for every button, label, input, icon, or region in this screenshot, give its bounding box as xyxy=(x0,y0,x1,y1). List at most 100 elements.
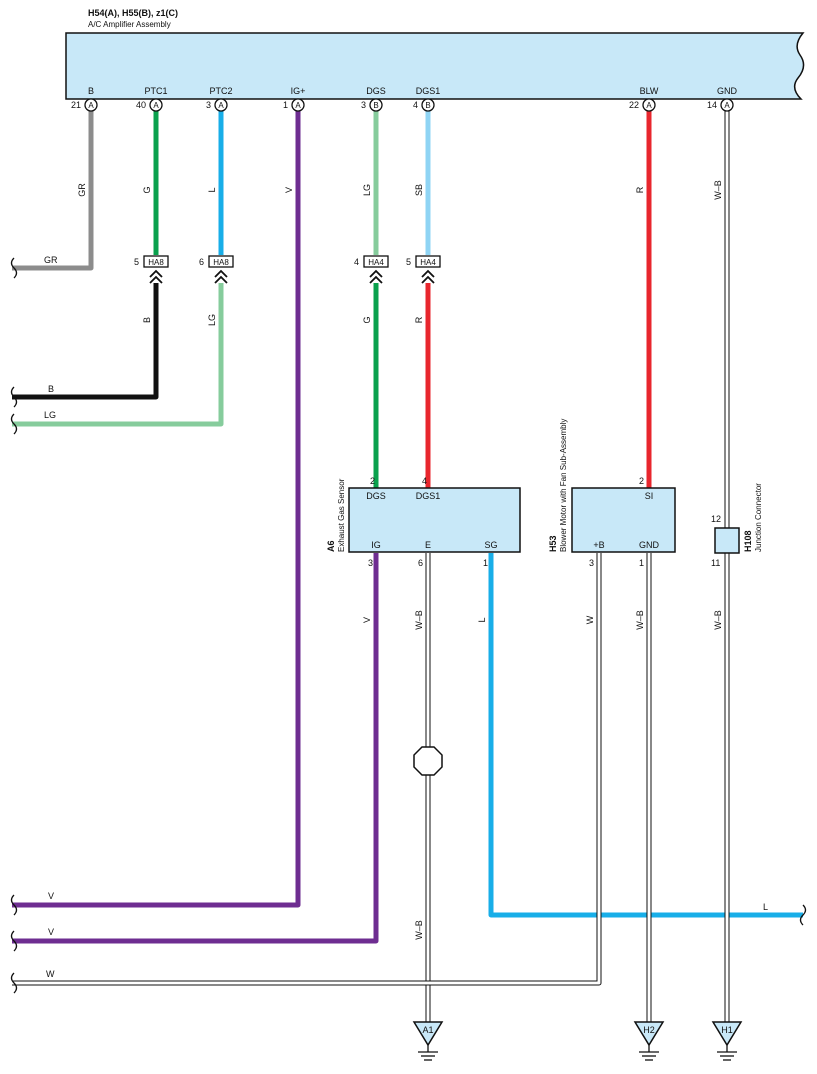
wire-label-g: G xyxy=(362,316,372,323)
junction-connector-name: Junction Connector xyxy=(754,483,763,552)
wire-label-lg: LG xyxy=(207,314,217,326)
wire-label-r: R xyxy=(635,186,645,193)
junction-pin: 6 xyxy=(199,257,204,267)
junction-connector-code: H108 xyxy=(743,530,753,552)
wire-label-lg: LG xyxy=(44,410,56,420)
wire-gr xyxy=(12,111,94,271)
wire-label-wb: W–B xyxy=(635,610,645,630)
wire-label-r: R xyxy=(414,316,424,323)
wire-b xyxy=(12,283,159,400)
pin-number: 1 xyxy=(283,100,288,110)
wire-label-v: V xyxy=(362,617,372,623)
blower-pin-name: GND xyxy=(639,540,660,550)
wire-v-ig xyxy=(12,553,379,944)
conn-letter: A xyxy=(295,101,301,110)
wire-lg-left xyxy=(12,283,224,427)
sensor-code: A6 xyxy=(326,540,336,552)
blower-code: H53 xyxy=(548,535,558,552)
conn-letter: B xyxy=(373,101,378,110)
pin-number: 4 xyxy=(413,100,418,110)
pin-name: B xyxy=(88,86,94,96)
sensor-pin-number: 4 xyxy=(422,476,427,486)
junction-id: HA8 xyxy=(148,258,164,267)
diagram-subtitle: A/C Amplifier Assembly xyxy=(88,20,171,29)
ground-icon: H1 xyxy=(711,1021,743,1061)
ground-points: A1 H2 H1 xyxy=(412,1021,743,1061)
junction-pin: 4 xyxy=(354,257,359,267)
blower-pin-name: SI xyxy=(645,491,654,501)
junction-id: HA4 xyxy=(368,258,384,267)
wire-label-w: W xyxy=(585,615,595,624)
sensor-pin-number: 6 xyxy=(418,558,423,568)
blower-pin-number: 2 xyxy=(639,476,644,486)
sensor-pin-name: IG xyxy=(371,540,381,550)
wire-label-g: G xyxy=(142,186,152,193)
ground-icon: H2 xyxy=(633,1021,665,1061)
pin-name: BLW xyxy=(640,86,659,96)
splice-octagon xyxy=(413,746,443,776)
sensor-pin-name: SG xyxy=(484,540,497,550)
wire-label-wb: W–B xyxy=(713,180,723,200)
conn-letter: A xyxy=(218,101,224,110)
ground-label: A1 xyxy=(422,1025,433,1035)
junction-connector: 12 11 H108 Junction Connector xyxy=(711,483,763,568)
ground-icon: A1 xyxy=(412,1021,444,1061)
amplifier-pin-names: B PTC1 PTC2 IG+ DGS DGS1 BLW GND xyxy=(88,86,738,96)
junction-pin: 5 xyxy=(406,257,411,267)
wire-l-sg xyxy=(488,553,803,918)
wire-w xyxy=(12,553,602,986)
exhaust-gas-sensor: A6 Exhaust Gas Sensor 2 4 DGS DGS1 IG E … xyxy=(326,476,521,568)
wire-label-b: B xyxy=(48,384,54,394)
conn-letter: A xyxy=(88,101,94,110)
wire-color-labels: GR G L V LG SB R W–B B LG G R V W–B L W … xyxy=(44,180,768,979)
wire-label-lg: LG xyxy=(362,184,372,196)
wire-label-w: W xyxy=(46,969,55,979)
amplifier-pin-connectors: A 21 A 40 A 3 A 1 B 3 B 4 A 22 A 14 xyxy=(71,98,734,112)
wire-label-b: B xyxy=(142,317,152,323)
sensor-pin-number: 1 xyxy=(483,558,488,568)
pin-name: PTC1 xyxy=(144,86,167,96)
junction-id: HA8 xyxy=(213,258,229,267)
pin-number: 3 xyxy=(361,100,366,110)
blower-pin-name: +B xyxy=(593,540,604,550)
wire-label-l: L xyxy=(207,187,217,192)
wire-label-gr: GR xyxy=(44,255,58,265)
pin-number: 14 xyxy=(707,100,717,110)
pin-name: IG+ xyxy=(291,86,306,96)
blower-pin-number: 3 xyxy=(589,558,594,568)
ground-label: H1 xyxy=(721,1025,733,1035)
junction-connector-pin: 12 xyxy=(711,514,721,524)
sensor-pin-name: DGS1 xyxy=(416,491,441,501)
wire-label-wb: W–B xyxy=(414,610,424,630)
wire-label-v: V xyxy=(48,927,54,937)
sensor-name: Exhaust Gas Sensor xyxy=(337,478,346,552)
wire-breaks-left xyxy=(10,257,18,994)
junction-pin: 5 xyxy=(134,257,139,267)
conn-letter: B xyxy=(425,101,430,110)
conn-letter: A xyxy=(724,101,730,110)
wire-label-gr: GR xyxy=(77,183,87,197)
wire-label-v: V xyxy=(48,891,54,901)
ground-label: H2 xyxy=(643,1025,655,1035)
junction-connector-pin: 11 xyxy=(711,558,720,568)
wire-v-igplus xyxy=(12,111,301,908)
inline-connectors: HA8 5 HA8 6 HA4 4 HA4 5 xyxy=(134,255,441,284)
sensor-pin-name: DGS xyxy=(366,491,386,501)
diagram-title: H54(A), H55(B), z1(C) xyxy=(88,8,178,18)
wire-label-l: L xyxy=(477,617,487,622)
blower-name: Blower Motor with Fan Sub-Assembly xyxy=(559,419,568,552)
wire-label-wb: W–B xyxy=(414,920,424,940)
pin-number: 22 xyxy=(629,100,639,110)
sensor-pin-name: E xyxy=(425,540,431,550)
wire-label-v: V xyxy=(284,187,294,193)
conn-letter: A xyxy=(153,101,159,110)
pin-number: 40 xyxy=(136,100,146,110)
amplifier-box xyxy=(65,32,805,100)
junction-id: HA4 xyxy=(420,258,436,267)
wire-label-l: L xyxy=(763,902,768,912)
wires xyxy=(12,111,803,1022)
sensor-pin-number: 2 xyxy=(370,476,375,486)
pin-number: 21 xyxy=(71,100,81,110)
wire-label-sb: SB xyxy=(414,184,424,196)
